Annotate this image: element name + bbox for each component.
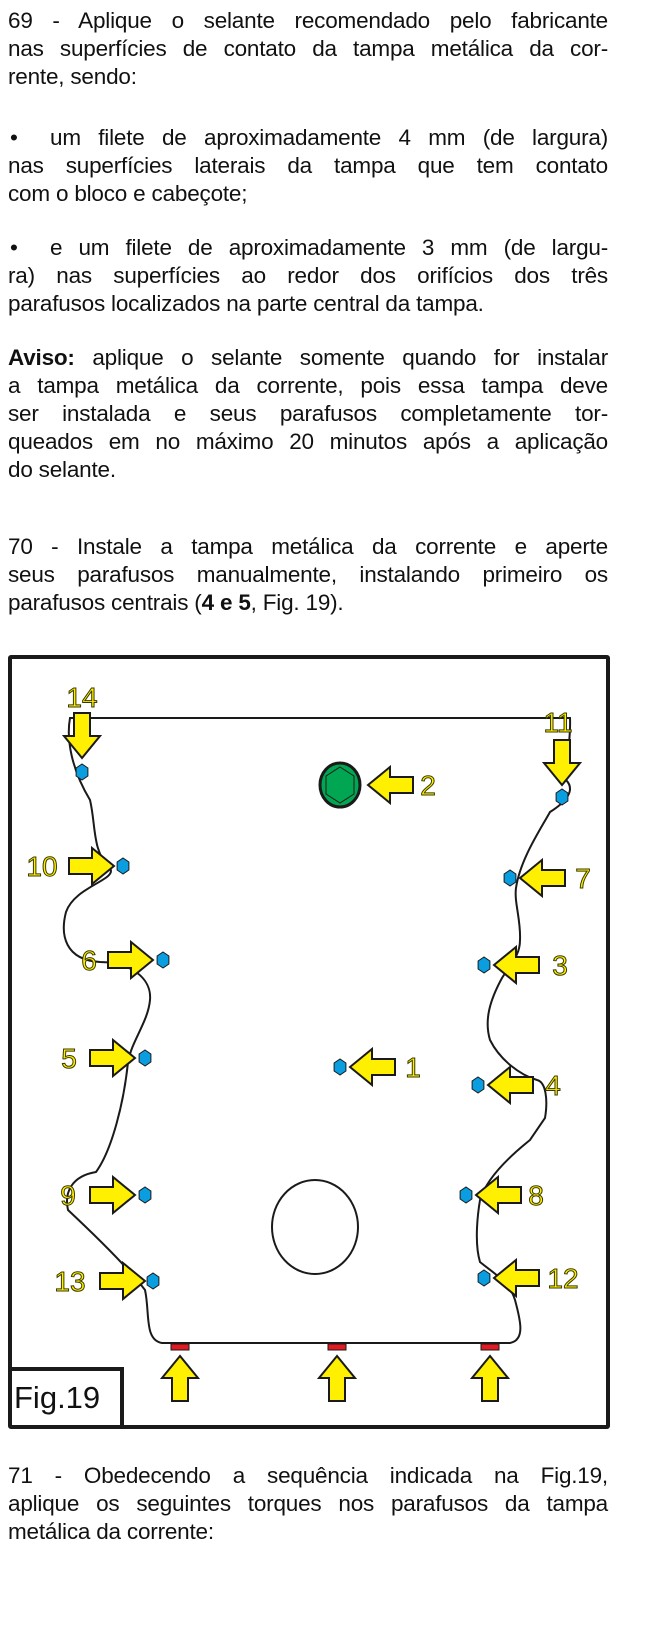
warning-first-line: aplique o selante somente quando for ins…	[74, 345, 608, 370]
arrow-up-icon	[469, 1354, 511, 1402]
bolt-hex-icon	[156, 951, 170, 969]
text-line: Aviso: aplique o selante somente quando …	[8, 344, 608, 372]
bolt-number-label: 8	[528, 1180, 544, 1211]
bold-bolt-numbers: 4 e 5	[201, 590, 251, 615]
text-line: a tampa metálica da corrente, pois essa …	[8, 373, 608, 398]
arrow-right-icon	[68, 845, 116, 887]
figure-frame	[8, 655, 610, 1429]
text-line: aplique os seguintes torques nos parafus…	[8, 1491, 608, 1516]
bolt-number-label: 13	[54, 1266, 85, 1297]
text-line: do selante.	[8, 457, 116, 482]
text-line: e um filete de aproximadamente 3 mm (de …	[50, 235, 608, 260]
text-line: metálica da corrente:	[8, 1519, 214, 1544]
bolt-number-label: 4	[545, 1070, 561, 1101]
arrow-left-icon	[492, 1257, 540, 1299]
figure-caption: Fig.19	[8, 1367, 124, 1425]
text-line: ra) nas superfícies ao redor dos orifíci…	[8, 263, 608, 288]
text-line: queados em no máximo 20 minutos após a a…	[8, 429, 608, 454]
arrow-left-icon	[366, 764, 414, 806]
arrow-left-icon	[486, 1064, 534, 1106]
bolt-number-label: 9	[60, 1180, 76, 1211]
bolt-number-label: 12	[547, 1263, 578, 1294]
arrow-right-icon	[99, 1260, 147, 1302]
text-line: nas superfícies laterais da tampa que te…	[8, 153, 608, 178]
bolt-number-label: 14	[66, 682, 97, 713]
text-line: parafusos centrais (4 e 5, Fig. 19).	[8, 589, 608, 617]
sealant-point-icon	[170, 1343, 190, 1351]
bullet-item-3mm: • e um filete de aproximadamente 3 mm (d…	[8, 234, 608, 318]
text-line: um filete de aproximadamente 4 mm (de la…	[50, 125, 608, 150]
bullet-item-4mm: • um filete de aproximadamente 4 mm (de …	[8, 124, 608, 208]
bolt-hex-icon	[333, 1058, 347, 1076]
bolt-hex-icon	[146, 1272, 160, 1290]
bolt-hex-icon	[477, 1269, 491, 1287]
arrow-right-icon	[107, 939, 155, 981]
bolt-number-label: 10	[26, 851, 57, 882]
text-segment: parafusos centrais (	[8, 590, 202, 615]
arrow-up-icon	[316, 1354, 358, 1402]
sealant-point-icon	[327, 1343, 347, 1351]
bolt-hex-icon	[503, 869, 517, 887]
center-hole	[271, 1179, 359, 1275]
bolt-hex-icon	[138, 1049, 152, 1067]
arrow-down-icon	[541, 739, 583, 787]
step-71-text: 71 - Obedecendo a sequência indicada na …	[8, 1462, 608, 1546]
warning-label: Aviso:	[8, 345, 75, 370]
bolt-hex-icon	[555, 788, 569, 806]
bolt-hex-icon	[459, 1186, 473, 1204]
sealant-point-icon	[480, 1343, 500, 1351]
bolt-number-label: 1	[405, 1052, 421, 1083]
bolt-number-label: 6	[81, 945, 97, 976]
bolt-hex-icon	[116, 857, 130, 875]
arrow-up-icon	[159, 1354, 201, 1402]
arrow-left-icon	[518, 857, 566, 899]
bolt-hex-icon	[477, 956, 491, 974]
bolt-number-label: 5	[61, 1043, 77, 1074]
bolt-number-label: 2	[420, 770, 436, 801]
bolt-number-label: 7	[575, 863, 591, 894]
text-line: rente, sendo:	[8, 64, 137, 89]
text-line: 71 - Obedecendo a sequência indicada na …	[8, 1463, 608, 1488]
bolt-hex-icon	[138, 1186, 152, 1204]
arrow-left-icon	[348, 1046, 396, 1088]
cover-outline	[62, 717, 572, 1344]
arrow-right-icon	[89, 1174, 137, 1216]
text-line: com o bloco e cabeçote;	[8, 181, 248, 206]
arrow-down-icon	[61, 712, 103, 760]
bolt-hex-icon	[471, 1076, 485, 1094]
bolt-number-label: 11	[543, 707, 572, 738]
warning-text: Aviso: aplique o selante somente quando …	[8, 344, 608, 484]
arrow-left-icon	[474, 1174, 522, 1216]
text-line: parafusos localizados na parte central d…	[8, 291, 484, 316]
arrow-right-icon	[89, 1037, 137, 1079]
step-69-text: 69 - Aplique o selante recomendado pelo …	[8, 7, 608, 91]
text-line: ser instalada e seus parafusos completam…	[8, 401, 608, 426]
text-line: 69 - Aplique o selante recomendado pelo …	[8, 8, 608, 33]
bullet-icon: •	[10, 125, 18, 150]
text-segment: , Fig. 19).	[250, 590, 344, 615]
arrow-left-icon	[492, 944, 540, 986]
text-line: 70 - Instale a tampa metálica da corrent…	[8, 534, 608, 559]
bolt-number-label: 3	[552, 950, 568, 981]
plug-hex-icon	[325, 766, 355, 804]
text-line: nas superfícies de contato da tampa metá…	[8, 36, 608, 61]
text-line: seus parafusos manualmente, instalando p…	[8, 562, 608, 587]
bullet-icon: •	[10, 235, 18, 260]
bolt-hex-icon	[75, 763, 89, 781]
step-70-text: 70 - Instale a tampa metálica da corrent…	[8, 533, 608, 617]
